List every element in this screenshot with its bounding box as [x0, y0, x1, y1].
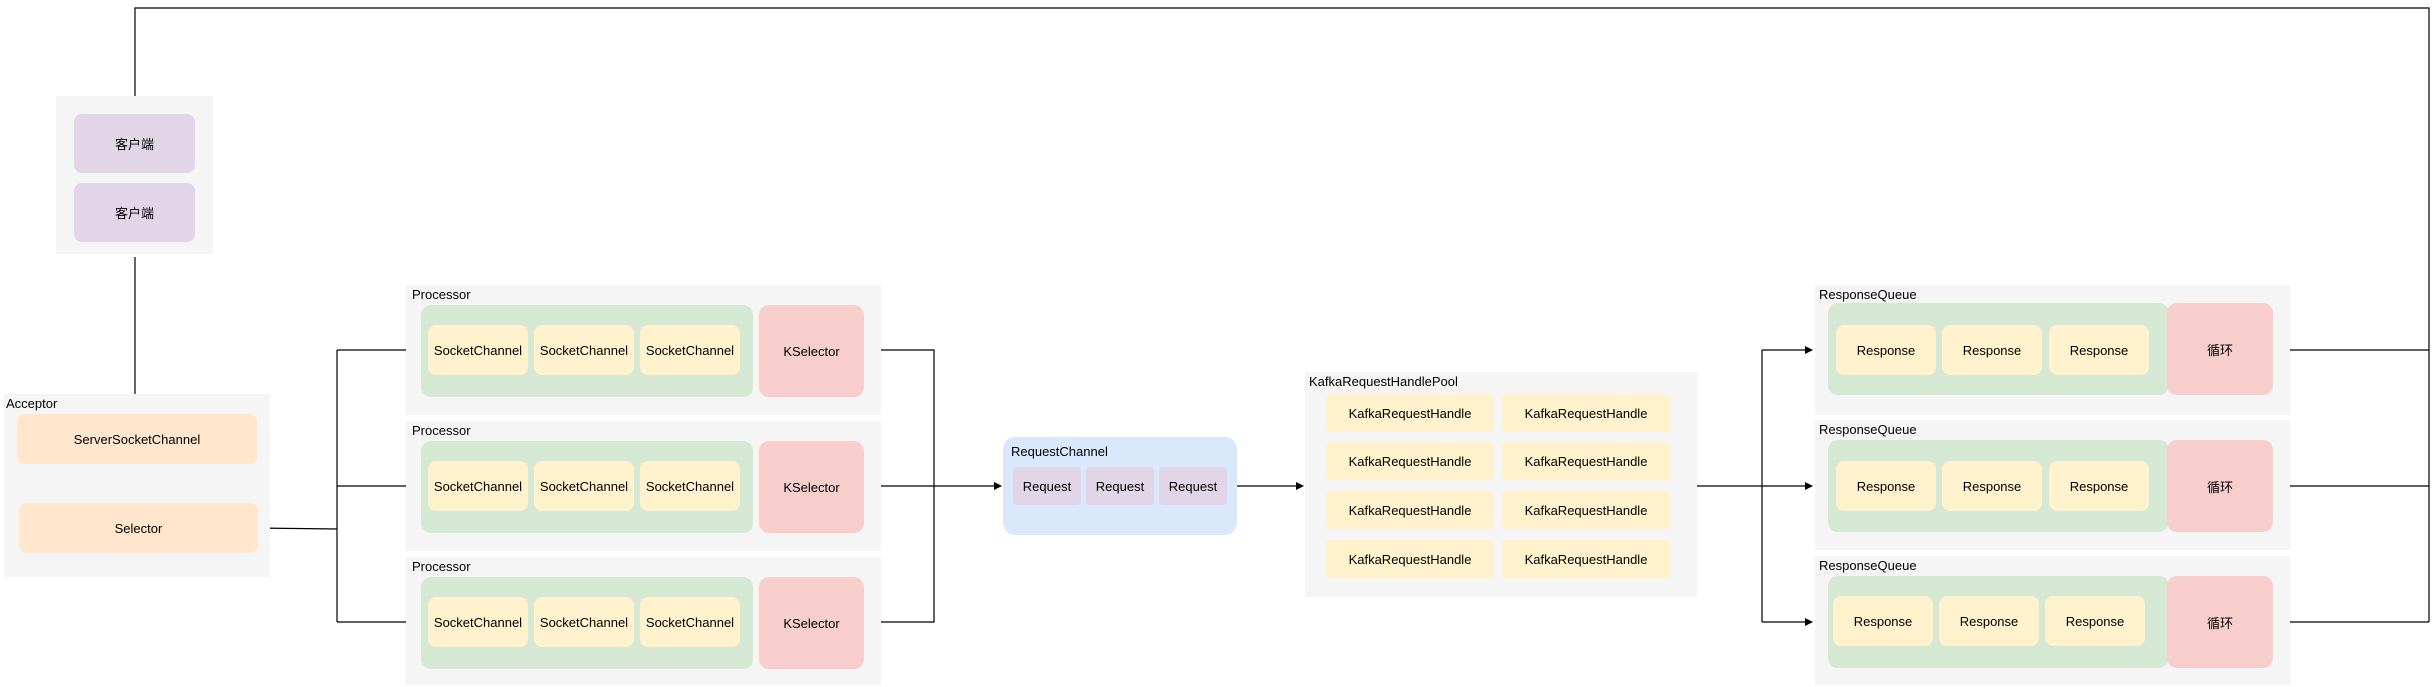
processor-group: Processor SocketChannel SocketChannel So… [406, 557, 881, 685]
client-group: 客户端 客户端 [56, 96, 213, 254]
edge-kselector-3-out [864, 486, 935, 623]
response-queue-label: ResponseQueue [1819, 422, 1917, 437]
loop-node[interactable]: 循环 [2167, 440, 2273, 532]
handler-pool-group: KafkaRequestHandlePool KafkaRequestHandl… [1305, 372, 1697, 597]
socket-channel-node[interactable]: SocketChannel [534, 597, 634, 647]
kselector-node[interactable]: KSelector [759, 577, 864, 669]
loop-node[interactable]: 循环 [2167, 576, 2273, 668]
response-node[interactable]: Response [2049, 325, 2149, 375]
request-node[interactable]: Request [1013, 467, 1081, 505]
response-node[interactable]: Response [2045, 596, 2145, 646]
request-node[interactable]: Request [1159, 467, 1227, 505]
handler-node[interactable]: KafkaRequestHandle [1326, 442, 1494, 480]
socket-channel-node[interactable]: SocketChannel [534, 461, 634, 511]
response-queue-group: ResponseQueue Response Response Response… [1815, 556, 2290, 685]
socket-channel-node[interactable]: SocketChannel [428, 597, 528, 647]
handler-node[interactable]: KafkaRequestHandle [1502, 442, 1670, 480]
socket-channel-node[interactable]: SocketChannel [428, 325, 528, 375]
response-queue-label: ResponseQueue [1819, 287, 1917, 302]
loop-node[interactable]: 循环 [2167, 303, 2273, 395]
handler-node[interactable]: KafkaRequestHandle [1326, 394, 1494, 432]
kselector-node[interactable]: KSelector [759, 441, 864, 533]
response-node[interactable]: Response [1833, 596, 1933, 646]
response-node[interactable]: Response [1836, 461, 1936, 511]
socket-channel-node[interactable]: SocketChannel [534, 325, 634, 375]
socket-channel-node[interactable]: SocketChannel [640, 597, 740, 647]
response-node[interactable]: Response [1939, 596, 2039, 646]
handler-node[interactable]: KafkaRequestHandle [1326, 540, 1494, 578]
response-node[interactable]: Response [1942, 325, 2042, 375]
response-queue-label: ResponseQueue [1819, 558, 1917, 573]
request-node[interactable]: Request [1086, 467, 1154, 505]
socket-channel-node[interactable]: SocketChannel [640, 325, 740, 375]
handler-node[interactable]: KafkaRequestHandle [1502, 491, 1670, 529]
client-node[interactable]: 客户端 [74, 114, 195, 173]
client-node[interactable]: 客户端 [74, 183, 195, 242]
socket-channel-node[interactable]: SocketChannel [428, 461, 528, 511]
socket-channel-node[interactable]: SocketChannel [640, 461, 740, 511]
response-node[interactable]: Response [1836, 325, 1936, 375]
request-channel: RequestChannel Request Request Request [1003, 437, 1237, 535]
request-channel-label: RequestChannel [1011, 444, 1108, 459]
selector-node[interactable]: Selector [19, 503, 258, 553]
handler-pool-label: KafkaRequestHandlePool [1309, 374, 1458, 389]
server-socket-channel-node[interactable]: ServerSocketChannel [17, 414, 257, 464]
processor-label: Processor [412, 559, 471, 574]
edge-kselector-1-out [864, 349, 935, 486]
response-queue-group: ResponseQueue Response Response Response… [1815, 285, 2290, 415]
handler-node[interactable]: KafkaRequestHandle [1326, 491, 1494, 529]
response-node[interactable]: Response [1942, 461, 2042, 511]
response-queue-group: ResponseQueue Response Response Response… [1815, 420, 2290, 550]
handler-node[interactable]: KafkaRequestHandle [1502, 540, 1670, 578]
processor-label: Processor [412, 423, 471, 438]
handler-node[interactable]: KafkaRequestHandle [1502, 394, 1670, 432]
processor-label: Processor [412, 287, 471, 302]
processor-group: Processor SocketChannel SocketChannel So… [406, 421, 881, 551]
edge-loop-return-to-client [131, 7, 2430, 622]
response-node[interactable]: Response [2049, 461, 2149, 511]
acceptor-label: Acceptor [6, 396, 58, 411]
acceptor-group: Acceptor ServerSocketChannel Selector [4, 394, 270, 577]
kselector-node[interactable]: KSelector [759, 305, 864, 397]
processor-group: Processor SocketChannel SocketChannel So… [406, 285, 881, 415]
